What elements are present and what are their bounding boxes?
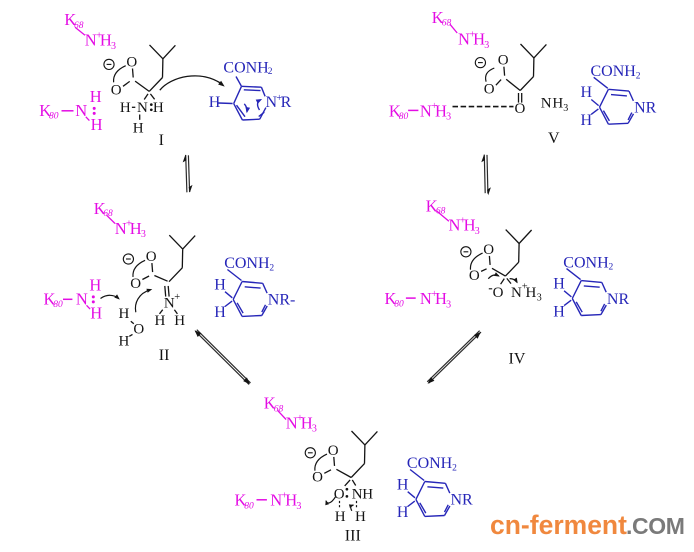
svg-text:O: O xyxy=(493,285,504,301)
svg-text:3: 3 xyxy=(563,103,568,114)
svg-text:O: O xyxy=(111,83,122,99)
svg-text:N: N xyxy=(511,285,522,301)
svg-text:H: H xyxy=(553,303,565,320)
svg-text:3: 3 xyxy=(537,292,542,303)
svg-text:H: H xyxy=(153,100,164,116)
svg-text:N: N xyxy=(85,31,97,50)
svg-text:3: 3 xyxy=(446,112,451,123)
svg-text:3: 3 xyxy=(484,40,489,51)
svg-text:O: O xyxy=(133,322,144,338)
svg-text:2: 2 xyxy=(268,67,273,77)
svg-text:NR: NR xyxy=(607,291,630,308)
svg-text:H: H xyxy=(119,334,130,350)
svg-text:NR: NR xyxy=(451,492,474,509)
svg-text:3: 3 xyxy=(446,299,451,310)
svg-text:II: II xyxy=(159,347,170,364)
svg-text:N: N xyxy=(137,100,148,116)
svg-text:2: 2 xyxy=(636,71,641,81)
svg-text:O: O xyxy=(515,101,526,117)
svg-text:H: H xyxy=(355,509,366,525)
svg-text:80: 80 xyxy=(244,501,254,511)
svg-text:N: N xyxy=(541,96,552,112)
svg-text:H: H xyxy=(119,306,130,322)
svg-text:IV: IV xyxy=(509,350,526,367)
svg-text:+: + xyxy=(174,292,180,303)
svg-text:NR: NR xyxy=(634,100,657,117)
svg-text:N: N xyxy=(458,30,470,49)
svg-text:H: H xyxy=(214,304,226,321)
svg-text:2: 2 xyxy=(609,263,614,273)
svg-text:O: O xyxy=(334,486,345,502)
svg-text:N: N xyxy=(420,289,432,308)
svg-text:N: N xyxy=(352,487,363,503)
svg-text:H: H xyxy=(155,313,166,329)
svg-text:2: 2 xyxy=(269,264,274,274)
svg-text:I: I xyxy=(159,132,164,149)
svg-text:O: O xyxy=(130,276,141,292)
svg-text:H: H xyxy=(133,121,144,137)
svg-text:H: H xyxy=(362,487,373,503)
svg-text:CONH: CONH xyxy=(224,255,270,272)
svg-text:H: H xyxy=(581,112,593,129)
svg-text:H: H xyxy=(335,509,346,525)
svg-text:O: O xyxy=(498,53,509,69)
svg-text:80: 80 xyxy=(399,112,409,122)
svg-text:O: O xyxy=(146,249,157,265)
svg-text:3: 3 xyxy=(475,226,480,237)
svg-text:68: 68 xyxy=(103,209,113,219)
svg-text:H: H xyxy=(397,504,409,521)
svg-text:H: H xyxy=(553,276,565,293)
svg-text:H: H xyxy=(552,96,563,112)
svg-text:O: O xyxy=(328,443,339,459)
svg-text:N: N xyxy=(115,219,127,238)
svg-text:3: 3 xyxy=(141,229,146,240)
svg-text:H: H xyxy=(91,115,103,134)
svg-text:III: III xyxy=(345,528,361,545)
svg-text:80: 80 xyxy=(394,300,404,310)
svg-text:CONH: CONH xyxy=(591,63,637,80)
svg-text:O: O xyxy=(312,470,323,486)
svg-text:CONH: CONH xyxy=(563,254,609,271)
svg-text:O: O xyxy=(469,268,480,284)
svg-text:H: H xyxy=(526,285,537,301)
svg-text:N: N xyxy=(76,290,88,309)
svg-text:N: N xyxy=(286,413,298,432)
svg-text:.COM: .COM xyxy=(626,513,684,539)
svg-text:80: 80 xyxy=(53,300,63,310)
svg-text:N: N xyxy=(449,216,461,235)
svg-text:2: 2 xyxy=(452,464,457,474)
svg-text:NR-: NR- xyxy=(268,292,296,309)
svg-text:3: 3 xyxy=(312,424,317,435)
svg-text:H: H xyxy=(397,476,409,493)
svg-text:H: H xyxy=(90,303,102,322)
svg-text:N: N xyxy=(420,101,432,120)
svg-text:H: H xyxy=(120,100,131,116)
svg-text:CONH: CONH xyxy=(223,59,269,76)
svg-text:68: 68 xyxy=(274,405,284,415)
svg-text:cn-ferment: cn-ferment xyxy=(490,510,627,540)
svg-text:CONH: CONH xyxy=(407,455,453,472)
svg-text:R: R xyxy=(281,94,292,111)
svg-text:O: O xyxy=(126,55,137,71)
svg-text:68: 68 xyxy=(442,19,452,29)
svg-text:N: N xyxy=(270,491,282,510)
svg-text:3: 3 xyxy=(296,501,301,512)
svg-text:O: O xyxy=(484,82,495,98)
svg-text:H: H xyxy=(581,84,593,101)
svg-text:H: H xyxy=(90,87,102,106)
svg-text:V: V xyxy=(548,130,560,147)
svg-text:H: H xyxy=(214,276,226,293)
svg-text:H: H xyxy=(89,276,101,295)
svg-text:N: N xyxy=(75,101,87,120)
svg-text:3: 3 xyxy=(111,41,116,52)
svg-text:80: 80 xyxy=(49,112,59,122)
svg-text:H: H xyxy=(174,313,185,329)
svg-text:O: O xyxy=(483,242,494,258)
